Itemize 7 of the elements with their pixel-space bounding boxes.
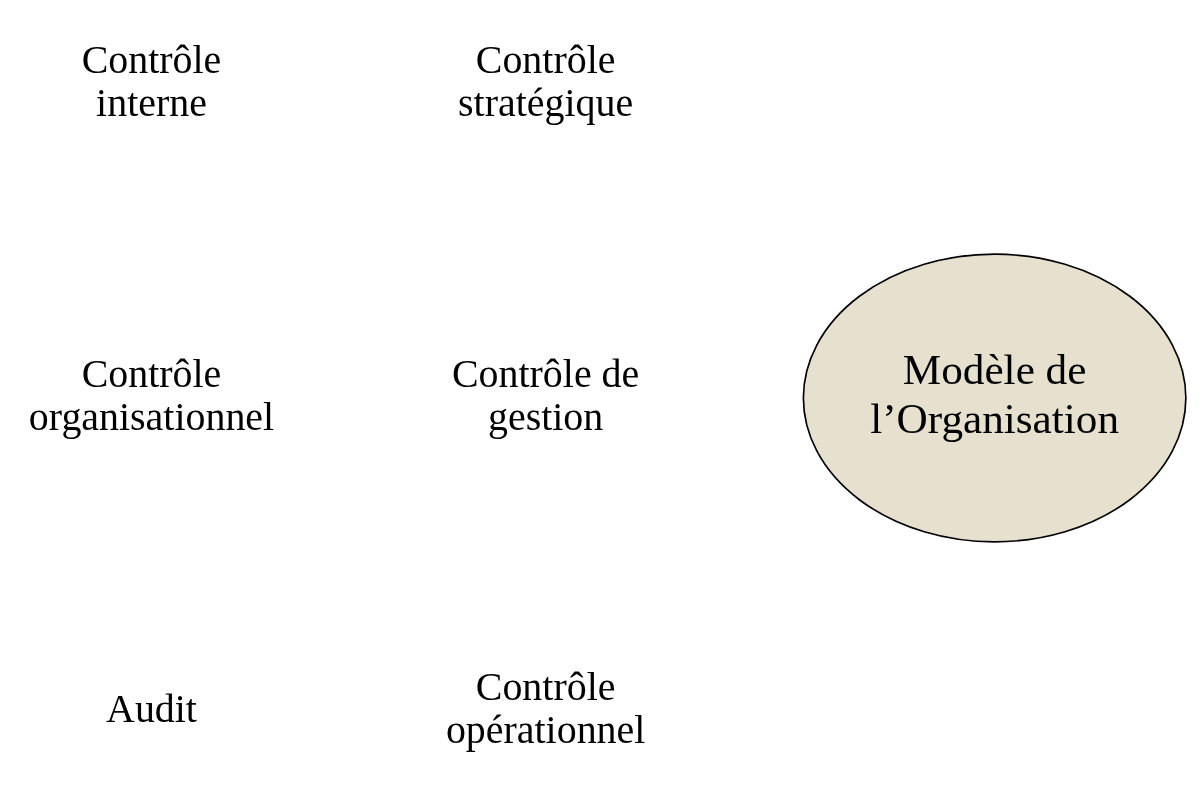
label: Contrôle de gestion [451,350,640,439]
label: Contrôle opérationnel [445,663,646,752]
label: Contrôle organisationnel [28,350,275,439]
label: Contrôle interne [81,36,222,125]
label: Contrôle stratégique [458,36,634,125]
label: Audit [106,685,197,731]
node-ellipse: Modèle de l’Organisation [802,252,1187,543]
